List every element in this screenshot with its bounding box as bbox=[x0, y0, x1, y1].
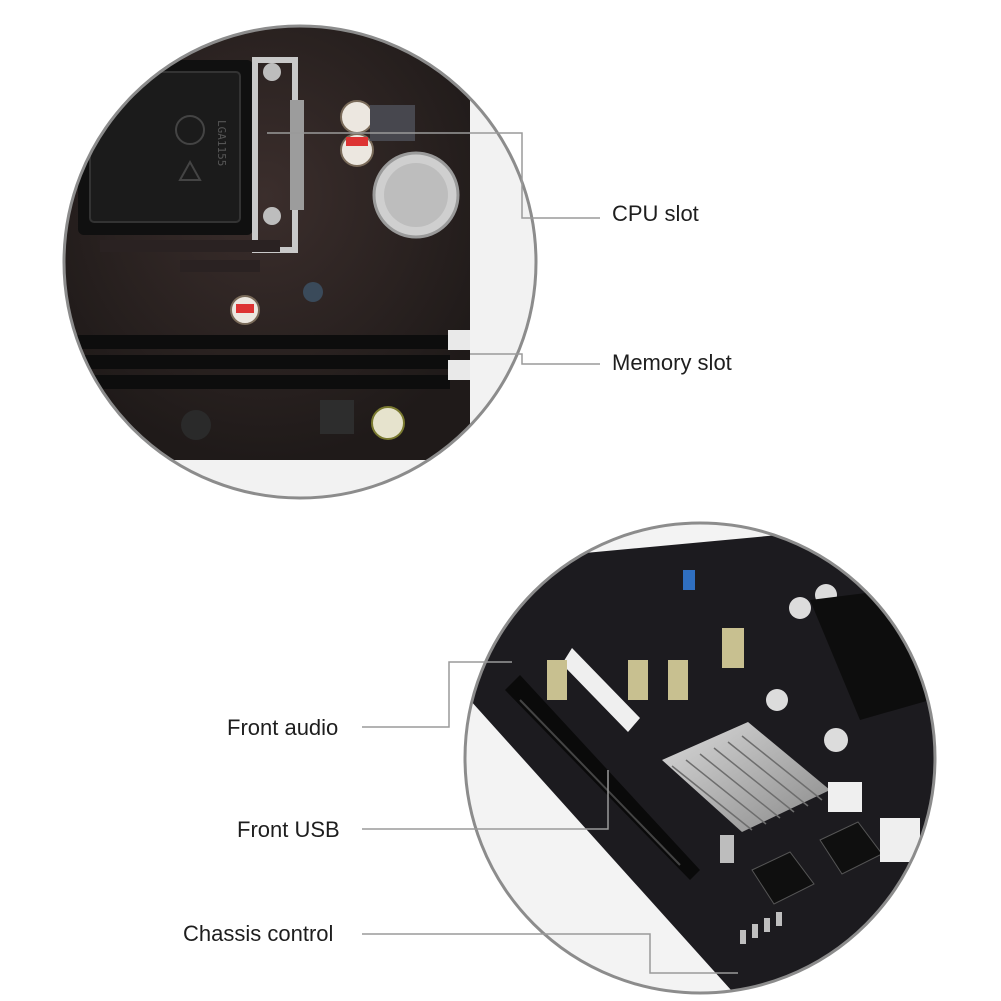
chassis-control-label: Chassis control bbox=[183, 921, 334, 946]
front-audio-label: Front audio bbox=[227, 715, 339, 740]
bottom-leader-lines bbox=[362, 661, 738, 974]
sata-ports bbox=[751, 821, 883, 905]
cmos-battery bbox=[372, 151, 460, 239]
socket-marking: LGA1155 bbox=[215, 120, 228, 166]
top-magnifier-ring bbox=[62, 24, 538, 500]
bottom-capacitors bbox=[547, 570, 848, 752]
top-magnifier: LGA1155 bbox=[62, 24, 538, 500]
memory-slot-label: Memory slot bbox=[612, 350, 732, 375]
front-usb-label: Front USB bbox=[237, 817, 340, 842]
memory-slots bbox=[70, 330, 470, 389]
top-leader-lines bbox=[267, 132, 600, 365]
cpu-slot-label: CPU slot bbox=[612, 201, 699, 226]
bottom-magnifier-ring bbox=[463, 521, 937, 995]
bottom-magnifier bbox=[463, 521, 937, 995]
chipset-heatsink bbox=[662, 722, 830, 863]
capacitors bbox=[181, 100, 415, 440]
